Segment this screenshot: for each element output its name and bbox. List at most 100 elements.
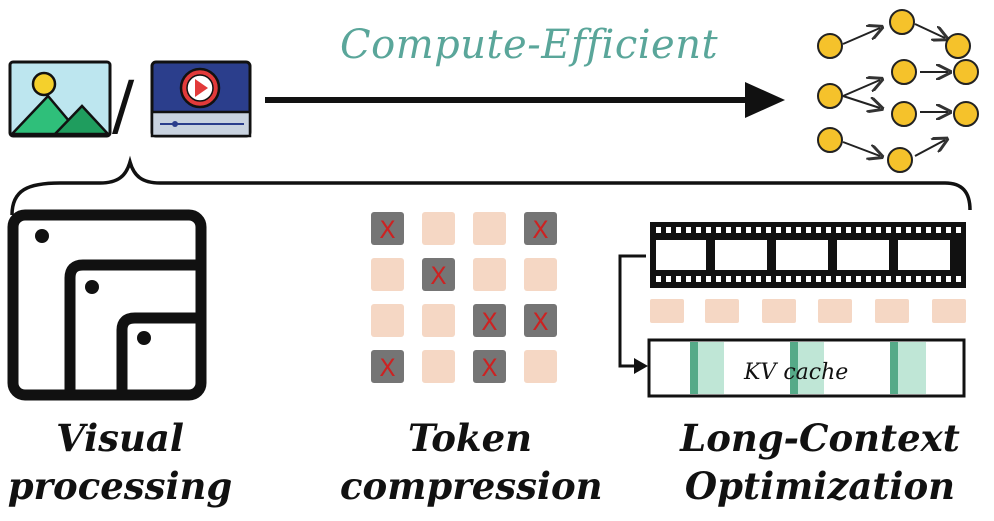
sprocket-hole [926,227,931,233]
sprocket-hole [886,276,891,282]
pruned-token [473,304,506,337]
sprocket-hole [746,276,751,282]
sprocket-hole [656,276,661,282]
sprocket-hole [946,276,951,282]
film-strip-icon [650,222,966,288]
sprocket-hole [736,227,741,233]
sprocket-hole [956,276,961,282]
sprocket-hole [756,276,761,282]
sprocket-hole [766,276,771,282]
sprocket-hole [656,227,661,233]
cache-connector-arrow [618,254,648,374]
sprocket-hole [876,227,881,233]
prune-mark: X [481,308,497,336]
sprocket-hole [746,227,751,233]
compute-arrow [265,82,785,118]
kept-token [371,304,404,337]
kept-token [422,212,455,245]
sprocket-hole [906,276,911,282]
sprocket-hole [776,227,781,233]
sprocket-hole [846,227,851,233]
sprocket-hole [666,276,671,282]
sprocket-hole [816,276,821,282]
pruned-token [524,212,557,245]
sprocket-hole [796,276,801,282]
caption-line: compression [340,464,603,508]
pruned-token [473,350,506,383]
kv-cache-label: KV cache [743,360,848,385]
caption-line: Token [407,416,533,460]
sprocket-hole [916,276,921,282]
sprocket-hole [726,227,731,233]
prune-mark: X [481,354,497,382]
nested-frames-icon [7,209,207,401]
sprocket-hole [826,227,831,233]
kept-token [524,258,557,291]
prune-mark: X [532,216,548,244]
sprocket-hole [716,276,721,282]
long-context-caption: Long-Context Optimization [660,414,980,510]
sprocket-hole [826,276,831,282]
pruned-token [422,258,455,291]
frame-tokens [650,299,966,323]
sprocket-hole [886,227,891,233]
sprocket-hole [766,227,771,233]
sprocket-hole [956,227,961,233]
sprocket-hole [716,227,721,233]
sprocket-hole [786,276,791,282]
pruned-token [371,350,404,383]
sprocket-hole [846,276,851,282]
sprocket-hole [666,227,671,233]
sprocket-hole [736,276,741,282]
kept-token [422,304,455,337]
sprocket-hole [776,276,781,282]
sprocket-hole [676,276,681,282]
sprocket-hole [936,276,941,282]
prune-mark: X [532,308,548,336]
sprocket-hole [786,227,791,233]
sprocket-hole [926,276,931,282]
prune-mark: X [379,216,395,244]
sprocket-hole [816,227,821,233]
image-icon [8,60,112,138]
kept-token [422,350,455,383]
sprocket-hole [946,227,951,233]
sprocket-hole [936,227,941,233]
sprocket-hole [756,227,761,233]
kept-token [371,258,404,291]
sprocket-hole [686,276,691,282]
sprocket-hole [706,227,711,233]
caption-line: Visual [56,416,184,460]
sprocket-hole [876,276,881,282]
sprocket-hole [686,227,691,233]
sprocket-hole [916,227,921,233]
kept-token [473,258,506,291]
caption-line: processing [7,464,233,508]
prune-mark: X [430,262,446,290]
caption-line: Optimization [684,464,956,508]
sprocket-hole [836,227,841,233]
separator-slash: / [112,67,135,144]
visual-processing-caption: Visual processing [5,414,235,510]
sprocket-hole [706,276,711,282]
sprocket-hole [896,227,901,233]
sprocket-hole [836,276,841,282]
sprocket-hole [696,227,701,233]
pruned-token [524,304,557,337]
sprocket-hole [806,227,811,233]
token-compression-caption: Token compression [340,414,603,510]
sprocket-hole [896,276,901,282]
sprocket-hole [866,227,871,233]
sprocket-hole [906,227,911,233]
sprocket-hole [806,276,811,282]
kept-token [473,212,506,245]
pruned-token [371,212,404,245]
diagram-title: Compute-Efficient [340,22,719,68]
sprocket-hole [796,227,801,233]
prune-mark: X [379,354,395,382]
sprocket-hole [856,227,861,233]
grouping-brace [10,155,972,216]
